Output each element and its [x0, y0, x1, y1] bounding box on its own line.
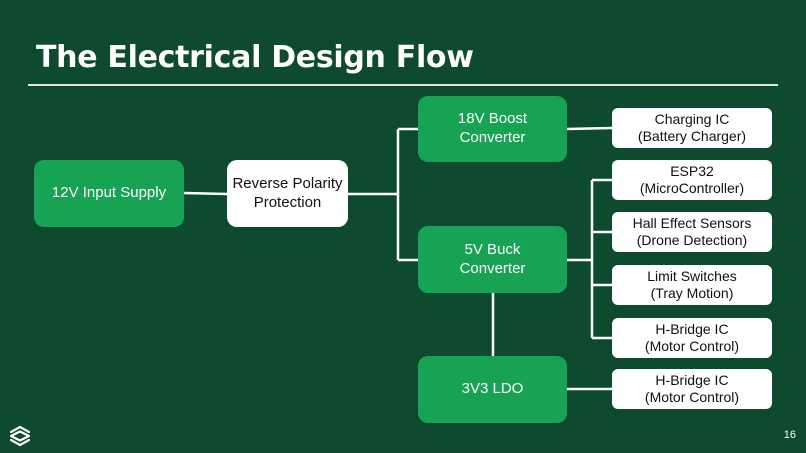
node-charging-ic: Charging IC (Battery Charger) — [612, 108, 772, 148]
node-h-bridge-ic-3v3: H-Bridge IC (Motor Control) — [612, 369, 772, 409]
layered-wave-logo-icon — [8, 424, 32, 453]
connector-boost-to-charging — [566, 126, 613, 131]
slide-title: The Electrical Design Flow — [36, 40, 474, 75]
node-3v3-ldo: 3V3 LDO — [418, 356, 567, 423]
title-divider — [28, 84, 778, 86]
node-12v-input-supply: 12V Input Supply — [34, 160, 184, 227]
node-esp32: ESP32 (MicroController) — [612, 160, 772, 200]
node-hall-effect-sensors: Hall Effect Sensors (Drone Detection) — [612, 212, 772, 252]
node-18v-boost-converter: 18V Boost Converter — [418, 96, 567, 162]
node-h-bridge-ic-5v: H-Bridge IC (Motor Control) — [612, 318, 772, 358]
node-5v-buck-converter: 5V Buck Converter — [418, 226, 567, 293]
connector-input-to-protection — [183, 191, 228, 196]
node-limit-switches: Limit Switches (Tray Motion) — [612, 265, 772, 305]
node-reverse-polarity-protection: Reverse Polarity Protection — [227, 160, 348, 227]
page-number: 16 — [783, 429, 796, 441]
